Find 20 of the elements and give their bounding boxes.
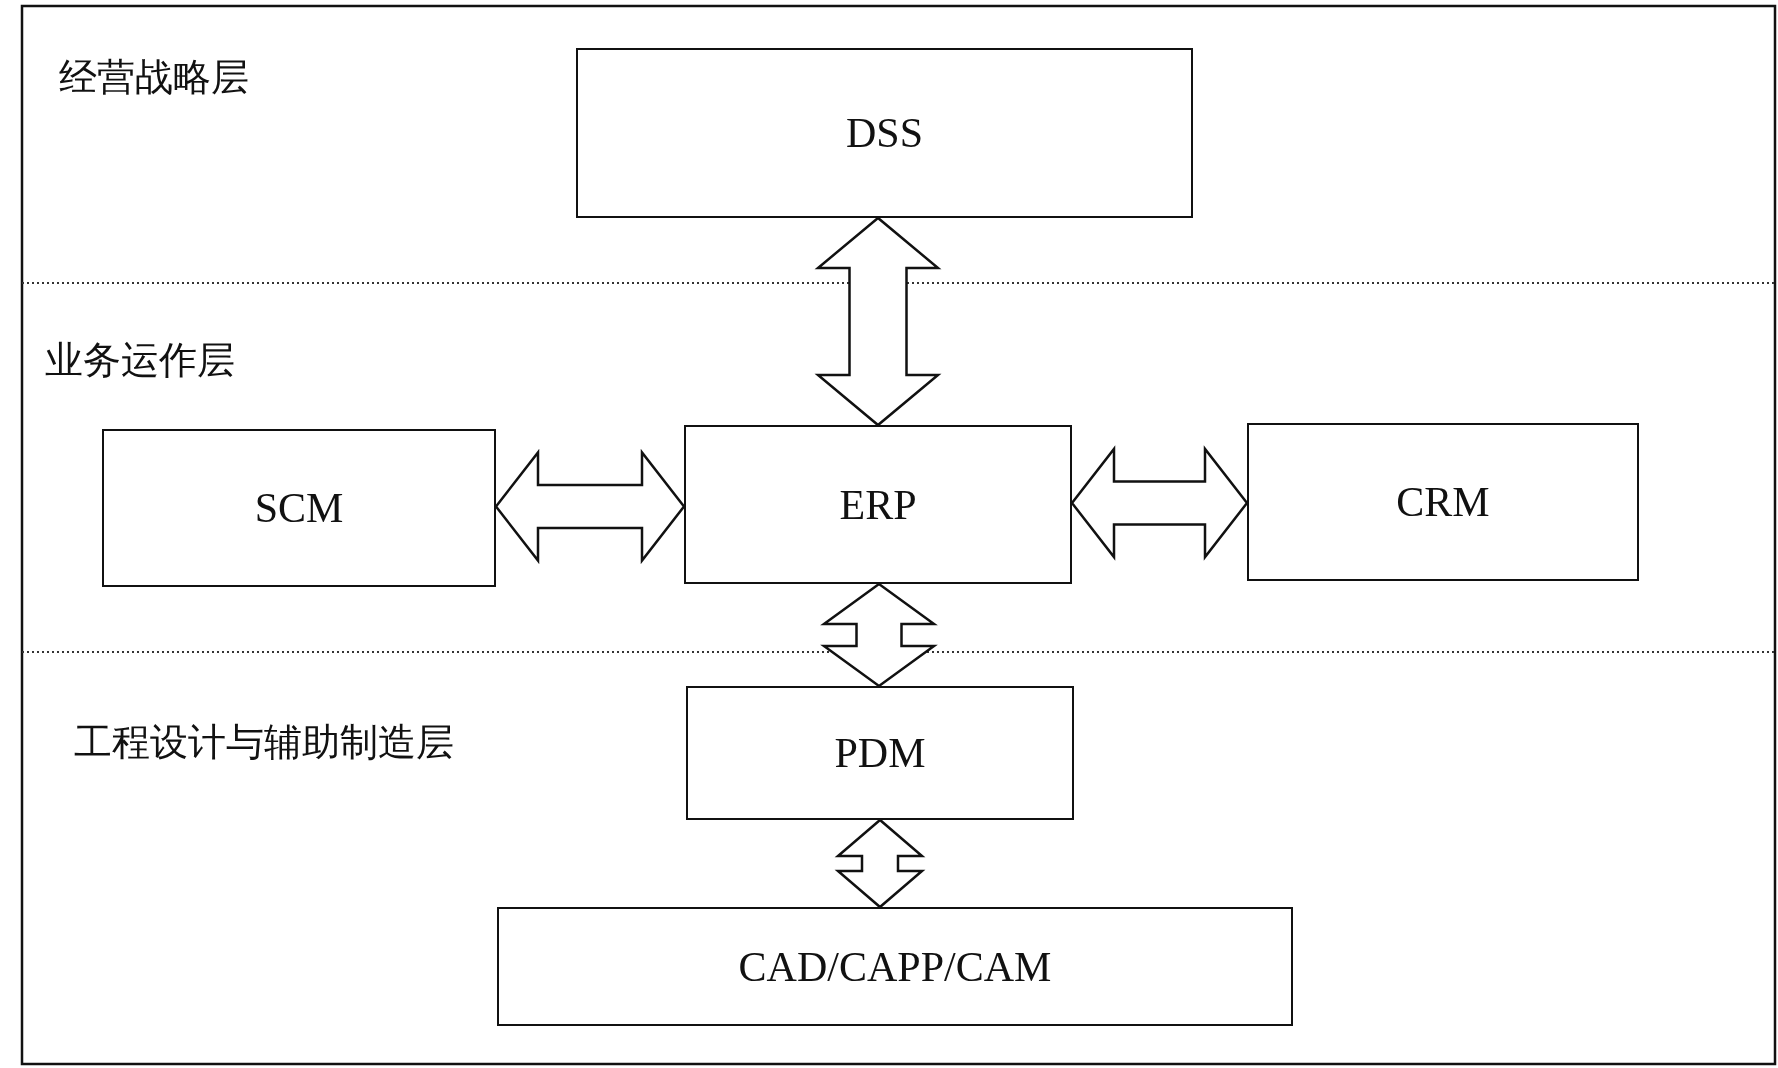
system-box [497,907,1293,1026]
box-label: ERP [839,480,917,529]
system-box [684,425,1072,584]
layer-label: 工程设计与辅助制造层 [74,719,454,766]
layer-label: 业务运作层 [45,337,235,384]
box-label: CRM [1396,478,1490,526]
double-arrow [494,448,686,565]
double-arrow [820,582,938,688]
system-box [686,686,1074,820]
double-arrow [1070,445,1249,561]
box-label: DSS [845,109,924,157]
system-box [576,48,1193,218]
system-box [102,429,496,587]
layer-label: 经营战略层 [59,54,249,101]
double-arrow [814,216,942,427]
double-arrow [834,818,926,909]
system-box [1247,423,1639,581]
box-label: SCM [254,484,344,532]
box-label: PDM [834,729,926,777]
box-label: CAD/CAPP/CAM [738,942,1052,991]
